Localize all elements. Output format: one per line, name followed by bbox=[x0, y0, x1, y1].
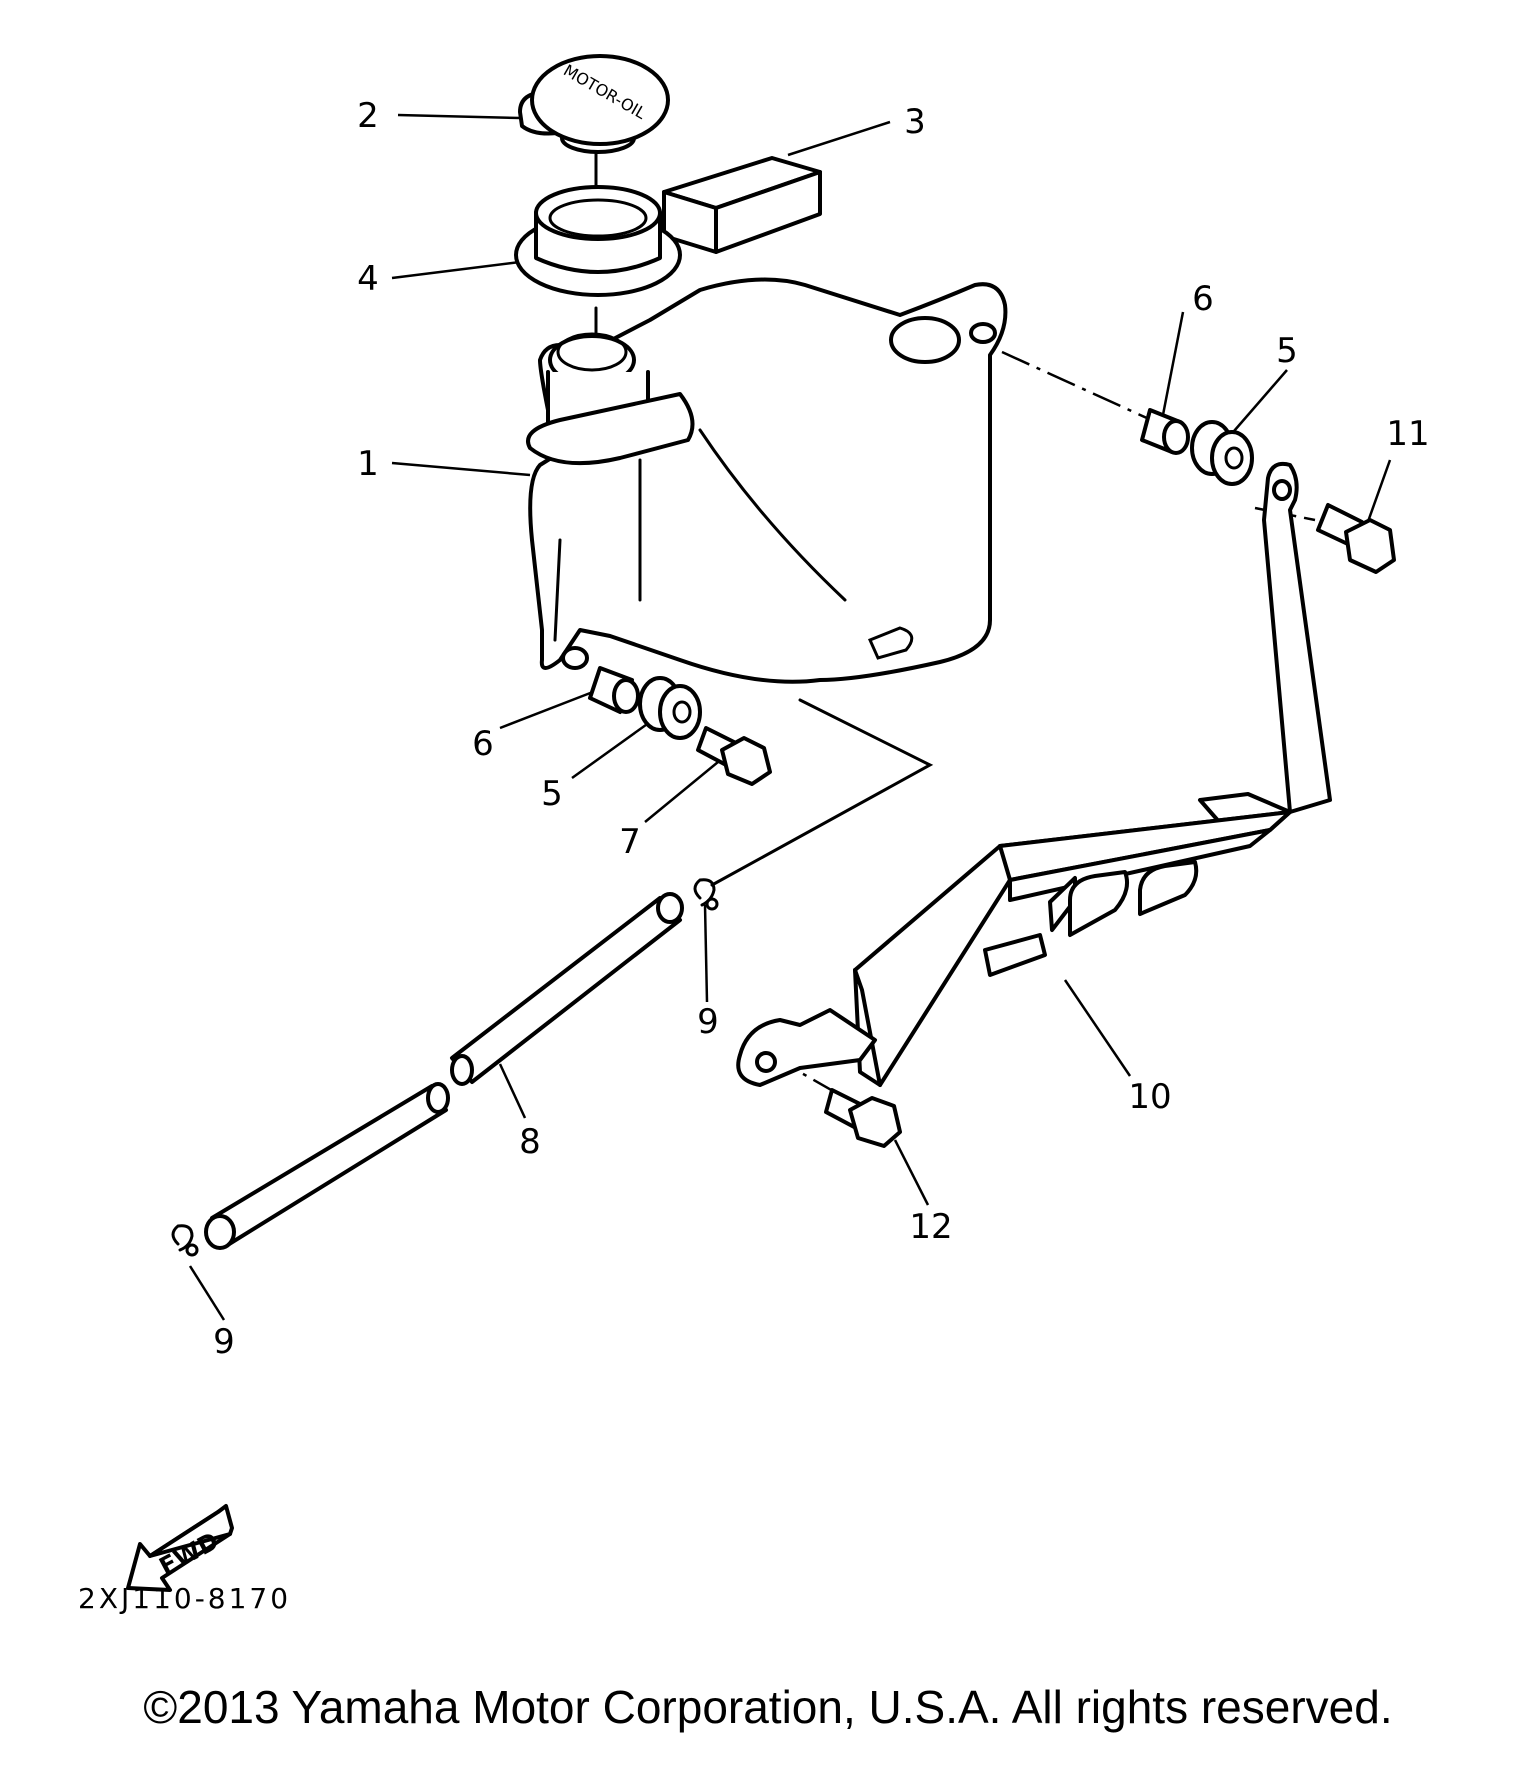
callout-4: 4 bbox=[357, 259, 379, 299]
part-11-bolt bbox=[1316, 503, 1396, 574]
fwd-arrow-icon: FWD bbox=[126, 1504, 234, 1592]
callout-8: 8 bbox=[519, 1122, 541, 1162]
callout-1: 1 bbox=[357, 444, 379, 484]
callout-5-right: 5 bbox=[1276, 331, 1298, 371]
part-6-spacer-right bbox=[1140, 408, 1190, 455]
callout-5-left: 5 bbox=[541, 774, 563, 814]
part-6-spacer-left bbox=[588, 666, 640, 714]
part-9-clip-lower bbox=[171, 1224, 199, 1257]
part-3-block bbox=[662, 156, 822, 254]
part-9-clip-upper bbox=[693, 878, 719, 911]
callout-11: 11 bbox=[1386, 414, 1429, 454]
part-5-damper-left bbox=[638, 676, 702, 740]
drawing-code: 2XJ110-8170 bbox=[78, 1582, 292, 1615]
callout-9-upper: 9 bbox=[697, 1002, 719, 1042]
part-8-hose bbox=[204, 892, 684, 1250]
part-10-bracket bbox=[736, 461, 1332, 1087]
part-1-oil-tank bbox=[526, 277, 1008, 684]
callout-labels: 2 3 4 1 6 5 11 6 5 7 9 8 10 12 9 bbox=[213, 96, 1429, 1362]
callout-6-right: 6 bbox=[1192, 279, 1214, 319]
callout-10: 10 bbox=[1128, 1077, 1171, 1117]
callout-7: 7 bbox=[619, 822, 641, 862]
copyright-notice: ©2013 Yamaha Motor Corporation, U.S.A. A… bbox=[143, 1681, 1393, 1733]
callout-3: 3 bbox=[904, 102, 926, 142]
part-12-bolt bbox=[824, 1088, 902, 1148]
part-7-bolt bbox=[696, 726, 772, 786]
callout-6-left: 6 bbox=[472, 724, 494, 764]
callout-9-lower: 9 bbox=[213, 1322, 235, 1362]
callout-12: 12 bbox=[909, 1207, 952, 1247]
leader-lines bbox=[188, 113, 1392, 1321]
part-4-grommet bbox=[514, 185, 682, 297]
part-2-cap: MOTOR-OIL bbox=[518, 54, 670, 154]
part-5-damper-right bbox=[1190, 420, 1254, 486]
callout-2: 2 bbox=[357, 96, 379, 136]
